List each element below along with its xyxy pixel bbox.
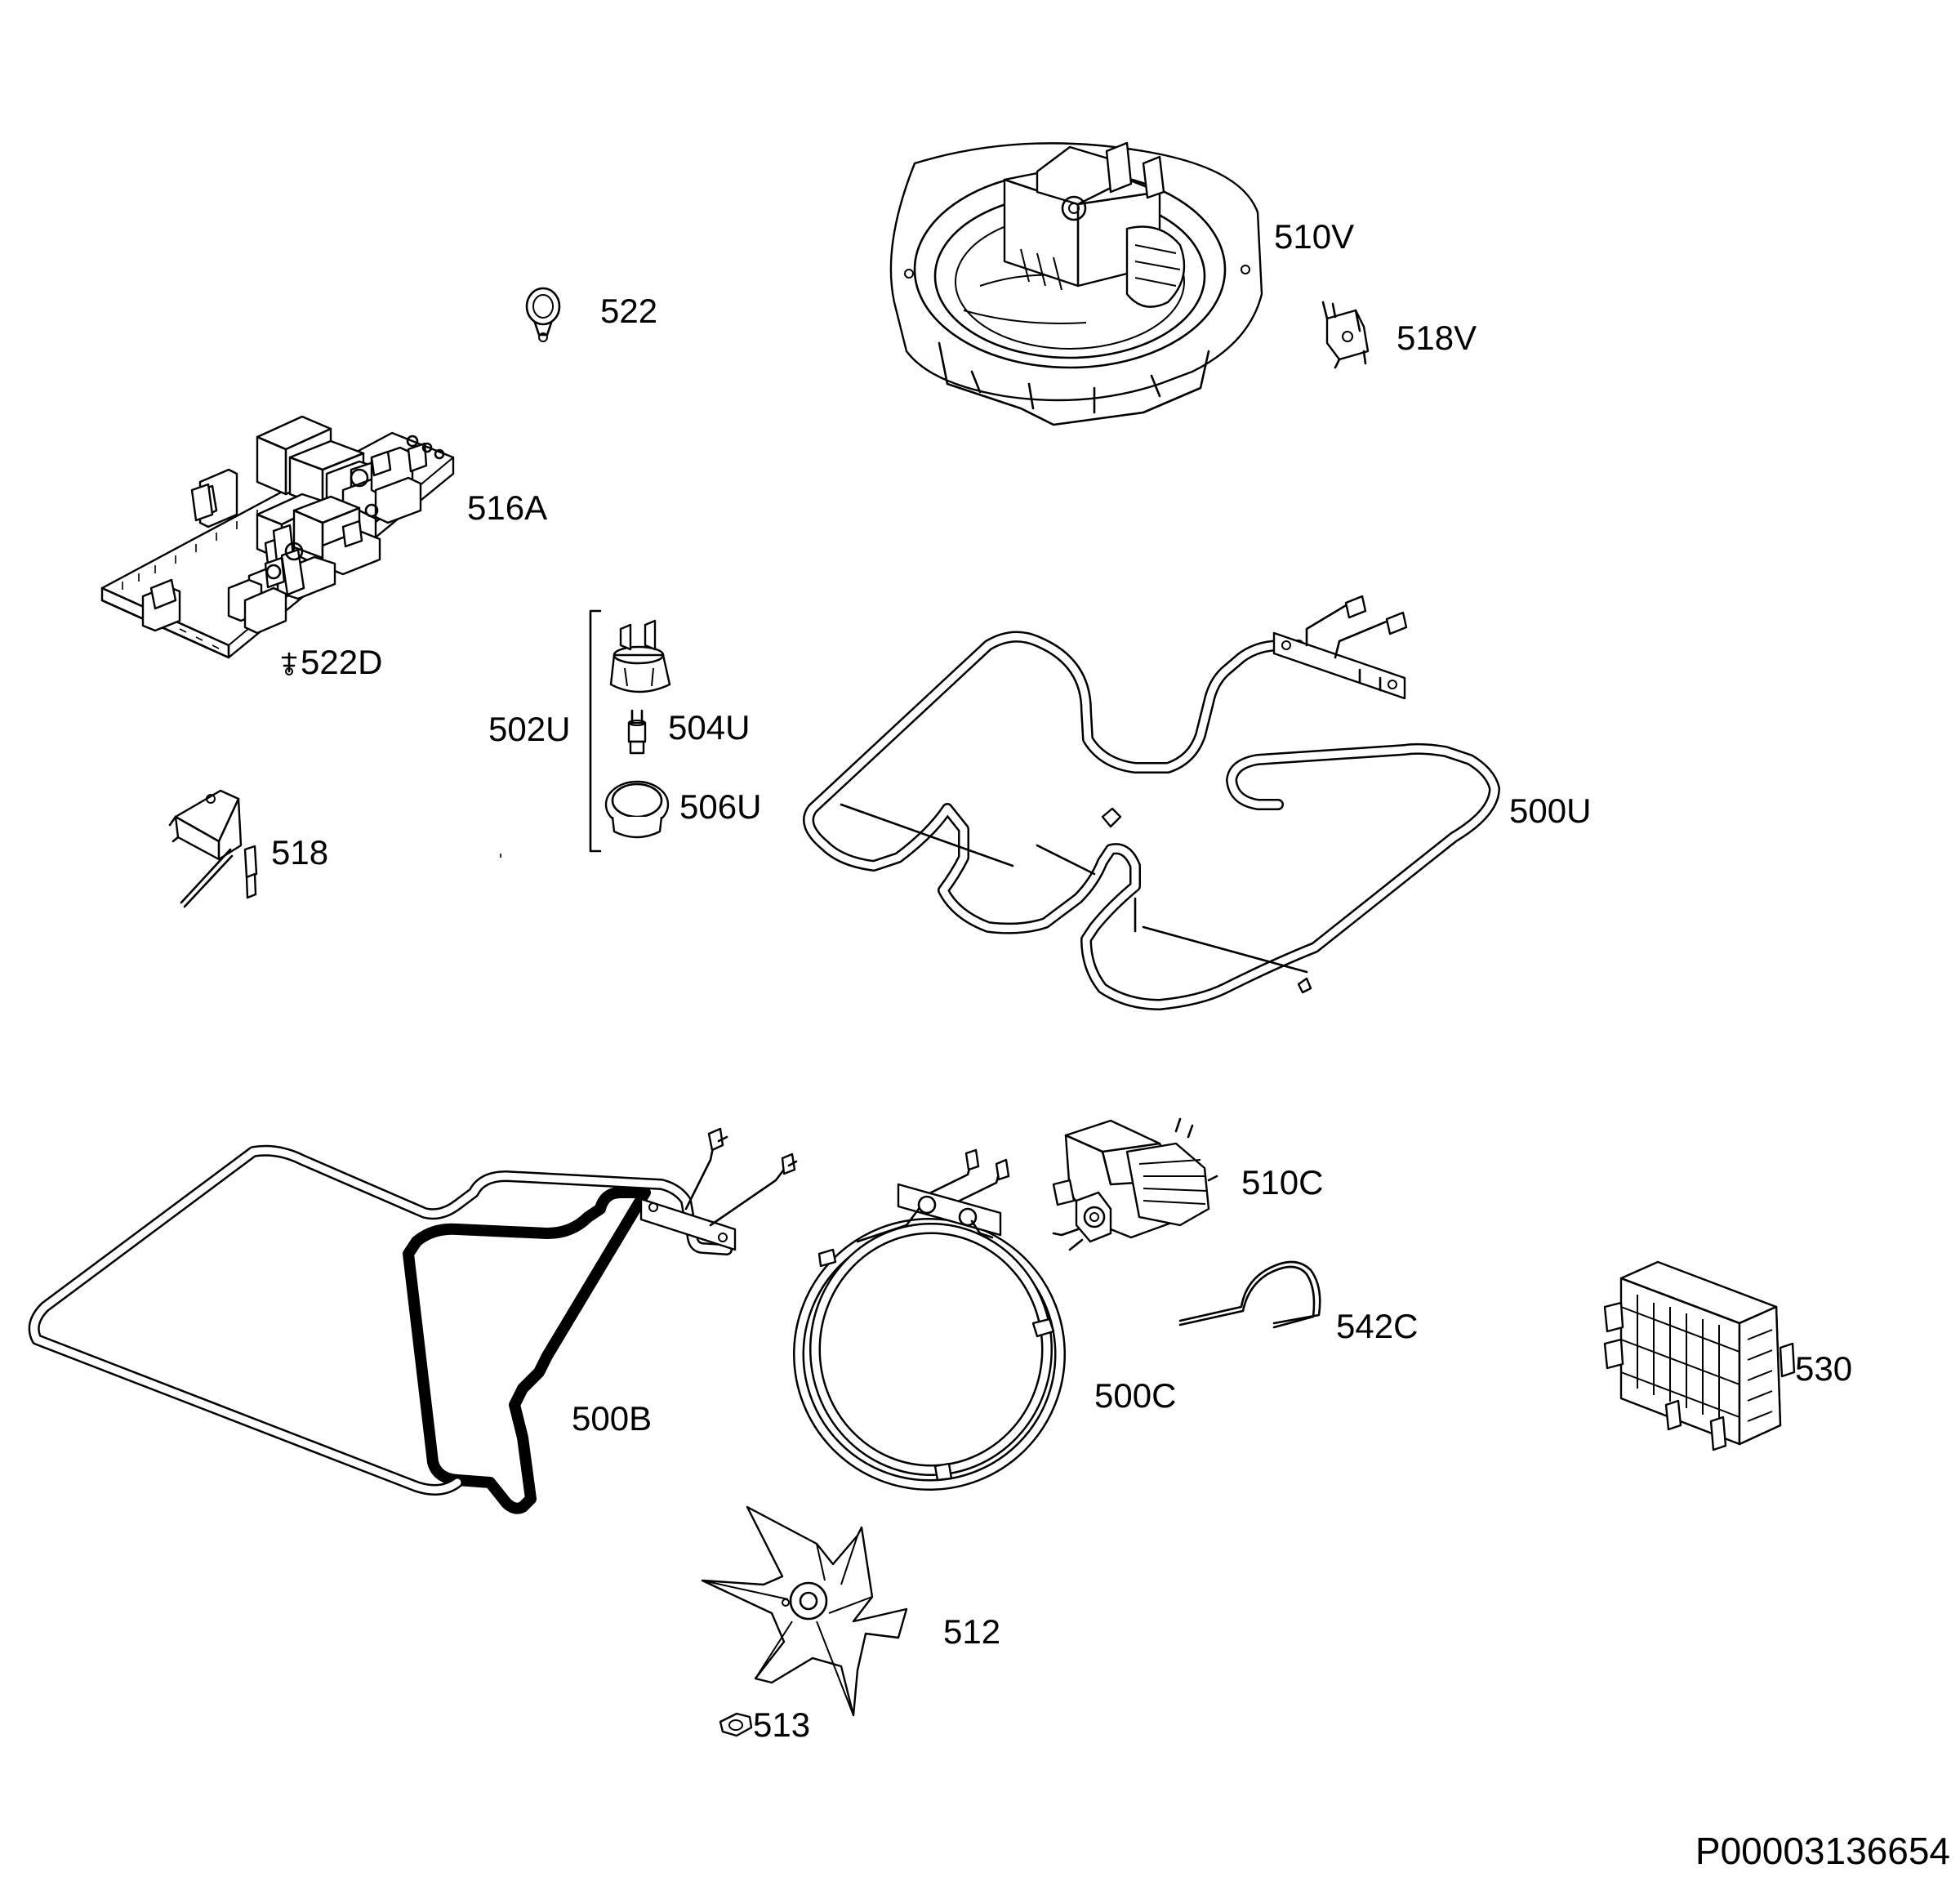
label-506u: 506U: [679, 787, 761, 826]
part-516a-electronic-board[interactable]: [100, 415, 455, 659]
label-502u: 502U: [488, 710, 570, 748]
part-522-clip[interactable]: [525, 287, 561, 342]
group-bracket-502u: [589, 609, 602, 853]
label-530: 530: [1795, 1349, 1852, 1388]
label-513: 513: [753, 1705, 810, 1744]
label-500c: 500C: [1094, 1376, 1176, 1415]
part-500c-circular-heating-element[interactable]: [793, 1148, 1066, 1491]
part-522d-spacer[interactable]: [281, 652, 297, 675]
part-510v-fan-motor-assembly[interactable]: [889, 141, 1263, 426]
part-530-terminal-module[interactable]: [1603, 1260, 1796, 1451]
label-518v: 518V: [1396, 319, 1477, 357]
part-502u-lamp-socket[interactable]: [609, 619, 671, 693]
part-510c-cooling-fan-motor[interactable]: [1052, 1117, 1218, 1251]
part-518v-thermostat[interactable]: [1321, 301, 1370, 369]
label-516a: 516A: [467, 488, 547, 527]
label-542c: 542C: [1336, 1307, 1418, 1345]
part-500b-bottom-heating-element[interactable]: [28, 1127, 798, 1514]
part-504u-lamp[interactable]: [627, 709, 647, 755]
document-id: P00003136654: [1695, 1830, 1950, 1872]
label-518: 518: [271, 833, 328, 872]
label-522d: 522D: [301, 643, 382, 681]
label-522: 522: [600, 292, 657, 330]
label-512: 512: [943, 1612, 1000, 1651]
label-510v: 510V: [1274, 217, 1354, 256]
label-500u: 500U: [1509, 791, 1591, 830]
label-504u: 504U: [668, 708, 750, 747]
part-500u-grill-heating-element[interactable]: [803, 595, 1500, 1010]
part-518-thermal-fuse[interactable]: [168, 789, 258, 908]
label-500b: 500B: [572, 1399, 652, 1438]
label-510c: 510C: [1241, 1163, 1323, 1202]
part-512-fan-blade[interactable]: [701, 1505, 908, 1717]
part-542c-wire-clip[interactable]: [1178, 1260, 1321, 1329]
part-513-nut[interactable]: [719, 1712, 753, 1737]
part-506u-lamp-cover[interactable]: [604, 780, 670, 839]
